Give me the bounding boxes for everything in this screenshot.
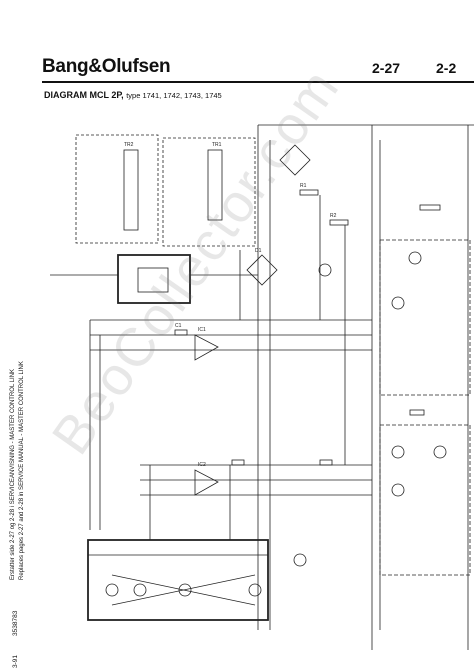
side-note-english: Replaces pages 2-27 and 2-28 in SERVICE … bbox=[19, 361, 25, 580]
label-c1: C1 bbox=[175, 323, 182, 329]
brand-logo: Bang&Olufsen bbox=[42, 56, 171, 77]
page-number-right: 2-2 bbox=[436, 60, 457, 76]
page-number-left: 2-27 bbox=[372, 60, 401, 76]
label-d1: D1 bbox=[255, 248, 262, 254]
diagram-types: type 1741, 1742, 1743, 1745 bbox=[126, 91, 222, 100]
label-tr1: TR1 bbox=[212, 142, 222, 148]
label-r1: R1 bbox=[300, 183, 307, 189]
label-r2: R2 bbox=[330, 213, 337, 219]
document-code: 3538783 bbox=[12, 610, 19, 636]
diagram-title-main: DIAGRAM MCL 2P, bbox=[44, 90, 124, 100]
diagram-title: DIAGRAM MCL 2P, type 1741, 1742, 1743, 1… bbox=[44, 90, 222, 100]
header-rule bbox=[42, 81, 474, 83]
label-tr2: TR2 bbox=[124, 142, 134, 148]
label-ic1: IC1 bbox=[198, 327, 206, 333]
label-ic2: IC2 bbox=[198, 462, 206, 468]
side-note-danish: Erstatter side 2-27 og 2-28 i SERVICEANV… bbox=[10, 368, 16, 580]
document-date: 3-91 bbox=[12, 654, 19, 668]
